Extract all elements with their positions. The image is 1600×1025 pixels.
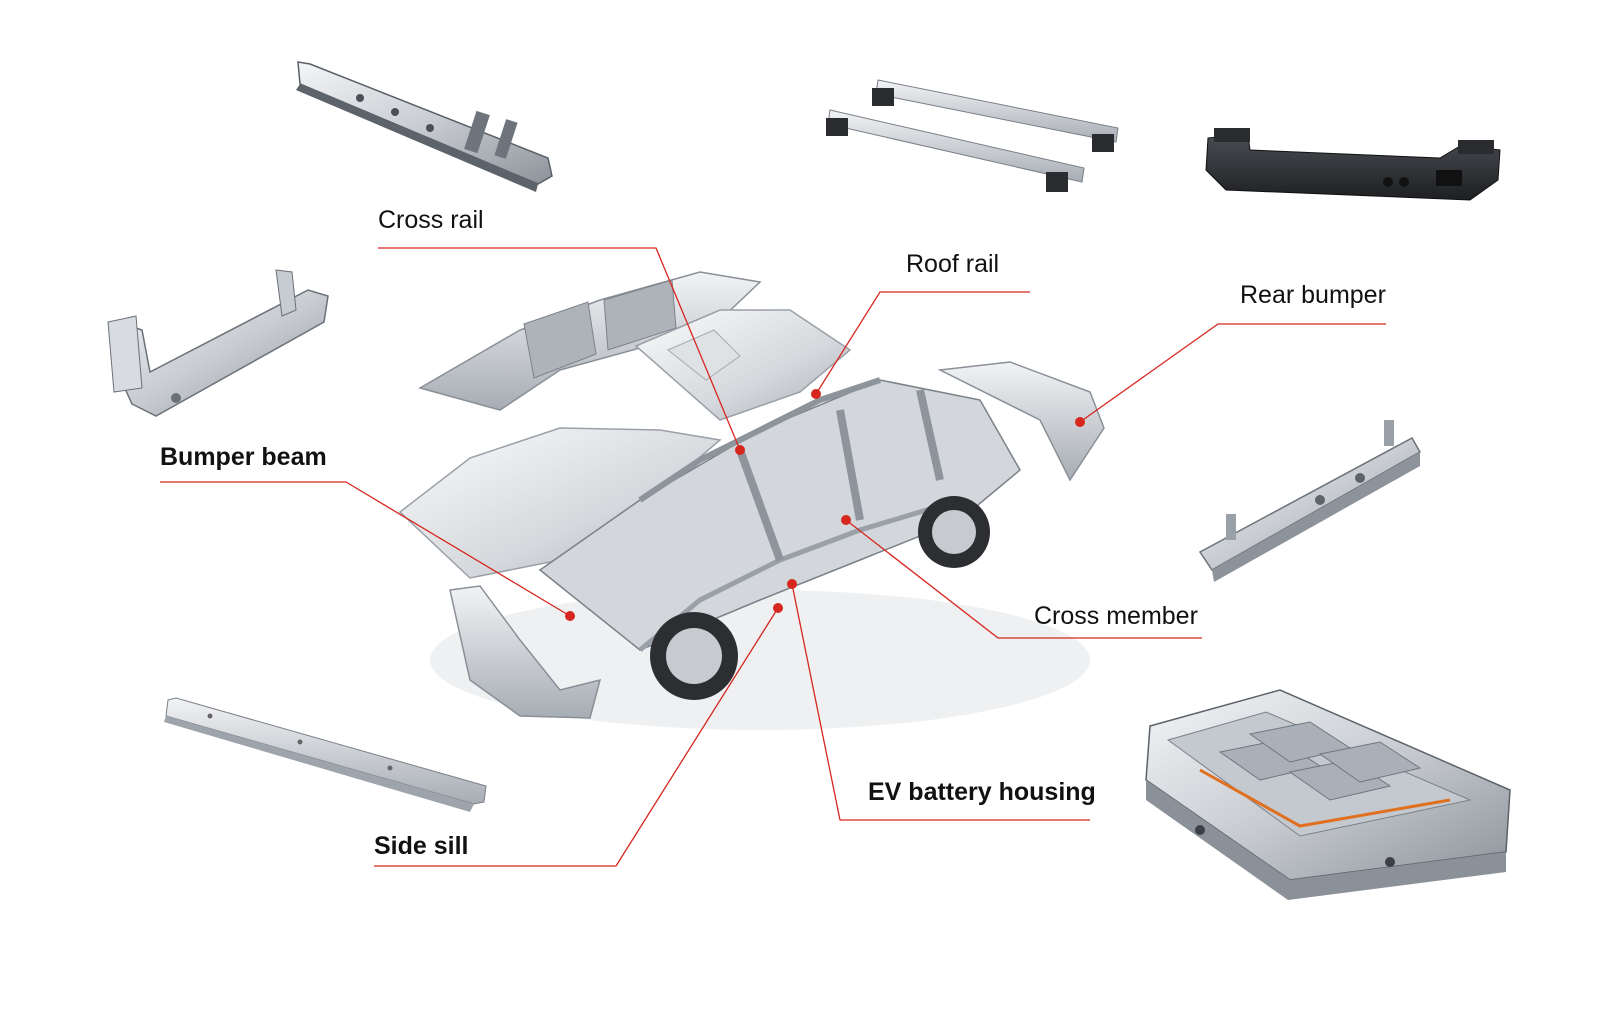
cross-member-part-icon [1198,420,1422,582]
leader-line-cross-member [845,519,1202,639]
dot-rear-bumper [1075,417,1085,427]
dot-roof-rail [811,389,821,399]
rear-bumper-part-icon [1205,128,1501,201]
dot-cross-rail [735,445,745,455]
leader-line-cross-rail [378,247,741,451]
dot-ev-battery [787,579,797,589]
leader-line-rear-bumper [1079,323,1386,423]
battery-housing-part-icon [1145,689,1511,900]
leader-line-bumper-beam [160,481,571,617]
dot-side-sill [773,603,783,613]
label-bumper-beam: Bumper beam [160,443,327,471]
leader-line-ev-battery [791,583,1090,821]
side-sill-part-icon [164,697,487,812]
car-body-exploded-icon [398,271,1105,730]
bumper-beam-part-icon [107,269,329,417]
leader-lines [160,247,1386,867]
dot-bumper-beam [565,611,575,621]
label-rear-bumper: Rear bumper [1240,281,1386,309]
roof-rail-part-icon [826,79,1119,192]
label-roof-rail: Roof rail [906,250,1000,278]
leader-dots [565,389,1085,621]
cross-rail-part-icon [296,61,553,192]
leader-line-roof-rail [815,291,1030,395]
label-cross-member: Cross member [1034,602,1198,630]
dot-cross-member [841,515,851,525]
label-cross-rail: Cross rail [378,206,484,234]
label-side-sill: Side sill [374,832,469,860]
label-ev-battery-housing: EV battery housing [868,778,1096,806]
leader-line-side-sill [374,607,779,867]
